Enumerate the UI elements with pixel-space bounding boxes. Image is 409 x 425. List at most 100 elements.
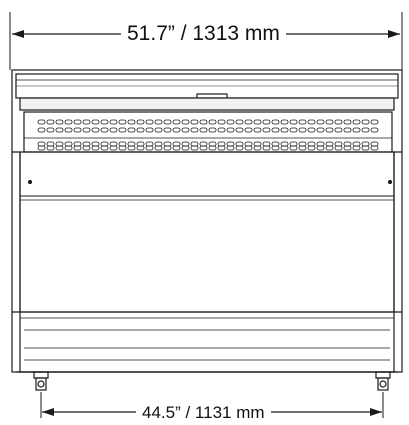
vent-slot: [100, 145, 109, 151]
vent-slot: [37, 127, 46, 133]
vent-slot: [64, 145, 73, 151]
vent-slot: [343, 127, 352, 133]
vent-slot: [352, 127, 361, 133]
vent-slot: [172, 127, 181, 133]
vent-slot: [217, 119, 226, 125]
vent-slot: [118, 141, 127, 147]
vent-slot: [253, 127, 262, 133]
vent-slot: [172, 141, 181, 147]
caster-left-icon: [33, 371, 49, 391]
vent-slot: [298, 127, 307, 133]
vent-slot: [361, 127, 370, 133]
left-end-panel: [12, 151, 21, 313]
vent-slot: [181, 127, 190, 133]
vent-slot: [226, 119, 235, 125]
fastener-left-icon: [27, 179, 33, 185]
vent-slot: [118, 119, 127, 125]
vent-slot: [199, 119, 208, 125]
vent-slot: [127, 119, 136, 125]
vent-slot: [109, 127, 118, 133]
vent-slot: [280, 141, 289, 147]
vent-slot: [343, 145, 352, 151]
vent-slot: [46, 145, 55, 151]
vent-slot: [244, 119, 253, 125]
vent-slot: [262, 127, 271, 133]
fastener-right-icon: [387, 179, 393, 185]
vent-slot: [361, 119, 370, 125]
vent-slot: [91, 119, 100, 125]
vent-slot: [73, 141, 82, 147]
vent-slot: [82, 119, 91, 125]
vent-slot: [136, 119, 145, 125]
vent-slot: [46, 119, 55, 125]
interior-top-band: [19, 97, 395, 111]
vent-slot: [163, 127, 172, 133]
vent-slot: [127, 127, 136, 133]
vent-slot: [325, 119, 334, 125]
arrowhead-left-icon: [12, 30, 24, 38]
vent-slot: [145, 127, 154, 133]
vent-slot: [46, 141, 55, 147]
vent-slot: [37, 145, 46, 151]
vent-slot: [298, 141, 307, 147]
vent-slot: [334, 127, 343, 133]
vent-slot: [37, 141, 46, 147]
vent-slot: [154, 119, 163, 125]
vent-slot: [253, 119, 262, 125]
vent-slot: [55, 141, 64, 147]
vent-slot: [316, 141, 325, 147]
vent-slot: [190, 127, 199, 133]
vent-slot: [91, 127, 100, 133]
vent-slot: [163, 141, 172, 147]
vent-slot: [208, 145, 217, 151]
vent-slot: [100, 127, 109, 133]
vent-slot: [253, 145, 262, 151]
vent-slot: [217, 127, 226, 133]
vent-slot: [334, 119, 343, 125]
vent-slot: [343, 119, 352, 125]
vent-slot: [307, 141, 316, 147]
vent-slot: [289, 119, 298, 125]
vent-slot: [298, 119, 307, 125]
vent-slot: [271, 127, 280, 133]
vent-slot: [217, 141, 226, 147]
vent-slot: [64, 119, 73, 125]
display-case-body: [11, 69, 403, 373]
vent-slot: [181, 145, 190, 151]
vent-slot: [235, 127, 244, 133]
vent-slot: [235, 141, 244, 147]
vent-slot: [280, 119, 289, 125]
vent-slot: [244, 145, 253, 151]
vent-slot: [235, 145, 244, 151]
vent-slot: [118, 127, 127, 133]
vent-slot: [91, 141, 100, 147]
vent-slot: [262, 141, 271, 147]
right-end-panel: [393, 151, 402, 313]
vent-slot: [280, 127, 289, 133]
vent-slot: [127, 141, 136, 147]
vent-slot: [370, 141, 379, 147]
vent-slot: [316, 119, 325, 125]
vent-slot: [82, 127, 91, 133]
vent-slot: [226, 141, 235, 147]
vent-slot: [307, 145, 316, 151]
base-kickplate: [19, 311, 395, 373]
vent-slot: [73, 145, 82, 151]
arrowhead-right-icon: [370, 408, 382, 416]
vent-slot: [289, 141, 298, 147]
vent-slot: [82, 145, 91, 151]
vent-slot: [334, 145, 343, 151]
vent-slot: [109, 119, 118, 125]
vent-slot: [271, 145, 280, 151]
vent-slot: [73, 119, 82, 125]
vent-slot: [370, 127, 379, 133]
vent-slot: [154, 141, 163, 147]
vent-slot: [352, 145, 361, 151]
vent-slot: [199, 145, 208, 151]
vent-slot: [307, 119, 316, 125]
vent-slot: [199, 127, 208, 133]
vent-slot: [226, 145, 235, 151]
case-details: [12, 151, 402, 373]
vent-slot: [370, 145, 379, 151]
vent-slot: [145, 119, 154, 125]
